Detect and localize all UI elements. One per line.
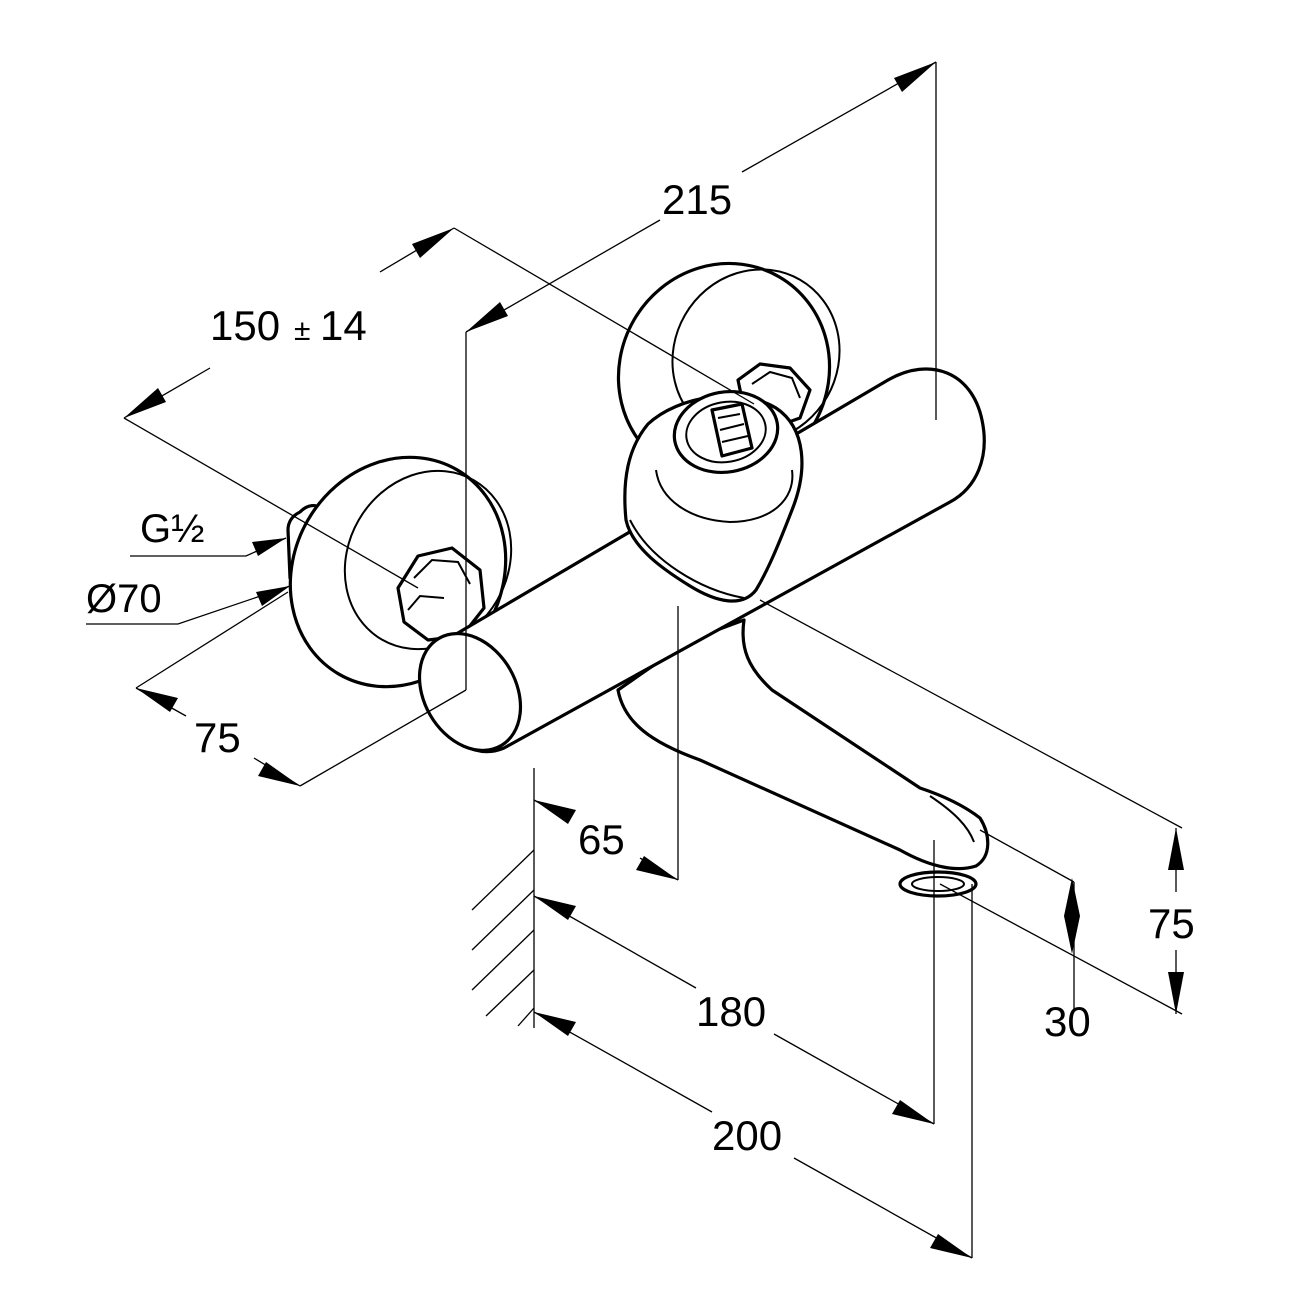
dim-body-height: 75: [1148, 900, 1195, 947]
arrow-thread-callout: [252, 538, 286, 556]
dim-spout-offset: 65: [578, 816, 625, 863]
lever-handle: [623, 389, 804, 603]
arrow-diameter-callout: [256, 586, 290, 606]
dimension-labels: 215 150 ± 14 75 65 180 200 30 75: [194, 176, 1195, 1159]
thread-callout: G½: [140, 507, 204, 551]
dim-spout-reach: 180: [696, 988, 766, 1035]
dimension-lines: [123, 61, 1184, 1259]
extension-lines: [86, 62, 1183, 1258]
dim-tolerance: 14: [320, 302, 367, 349]
dim-connection-spacing: 150: [210, 302, 280, 349]
arrow-75-right-bottom: [1168, 972, 1184, 1014]
arrow-30-bottom: [1064, 916, 1080, 954]
arrow-200-end: [930, 1234, 972, 1258]
callout-labels: G½ Ø70: [86, 507, 204, 621]
dim-rosette-projection: 75: [194, 714, 241, 761]
arrow-65-start: [534, 800, 576, 824]
arrow-200-start: [534, 1012, 576, 1036]
spout: [616, 618, 990, 898]
wall-hatch: [471, 768, 535, 1028]
arrow-180-end: [892, 1100, 934, 1124]
arrow-150-end: [412, 228, 454, 258]
arrow-180-start: [534, 896, 576, 920]
dim-overall-length: 215: [662, 176, 732, 223]
arrow-75-right-top: [1168, 828, 1184, 870]
arrow-75-left-end: [258, 762, 300, 786]
dim-spout-height: 30: [1044, 998, 1091, 1045]
arrow-150-start: [124, 388, 166, 418]
arrow-30-top: [1064, 878, 1080, 916]
diameter-callout: Ø70: [86, 577, 162, 621]
arrow-75-left-start: [136, 688, 178, 712]
dim-tolerance-sign: ±: [294, 314, 310, 347]
arrow-65-end: [636, 856, 678, 880]
dim-total-reach: 200: [712, 1112, 782, 1159]
arrow-215-start: [466, 302, 508, 332]
arrow-215-end: [894, 62, 936, 92]
